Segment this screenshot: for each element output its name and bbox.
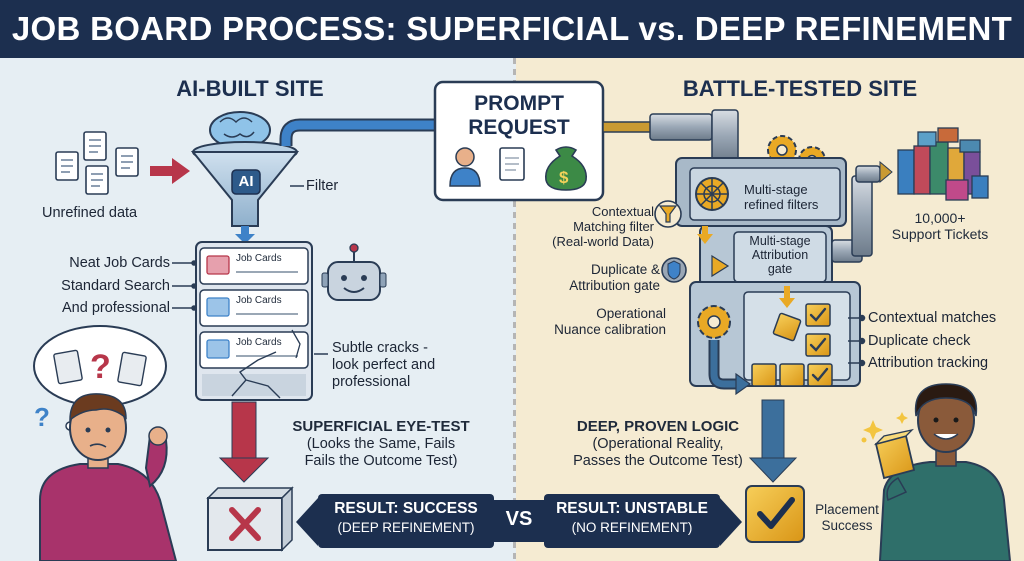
confused-person-illustration: [39, 393, 178, 561]
orange-flow-arrows: [697, 226, 795, 308]
job-card-label-3: Job Cards: [236, 337, 282, 348]
happy-person-illustration: [861, 383, 1012, 561]
cracks-label: Subtle cracks - look perfect and profess…: [332, 340, 436, 390]
result-left-subtitle: (DEEP REFINEMENT): [337, 520, 475, 535]
question-mark-icon: ?: [34, 402, 50, 432]
arrow-funnel-to-cards: [235, 226, 255, 244]
arrow-to-placement: [748, 399, 798, 483]
check-label-2: Duplicate check: [868, 333, 971, 349]
fail-box-icon: [206, 486, 294, 552]
deep-logic-title: DEEP, PROVEN LOGIC: [576, 418, 740, 435]
feature-label-3: And professional: [61, 300, 170, 316]
feature-leader-lines: [172, 260, 328, 355]
prompt-request-box: $: [433, 80, 605, 202]
checklist-icon: [751, 303, 833, 387]
placement-success-label: Placement Success: [815, 502, 879, 533]
job-card-label-2: Job Cards: [236, 295, 282, 306]
placement-check-icon: [745, 485, 805, 543]
prompt-request-title: PROMPT REQUEST: [468, 92, 570, 139]
eye-test-title: SUPERFICIAL EYE-TEST: [292, 418, 470, 435]
blue-curved-arrow: [708, 340, 752, 396]
ai-funnel-icon: [190, 141, 300, 227]
job-cards-panel: [195, 241, 313, 401]
feature-label-2: Standard Search: [61, 278, 170, 294]
panel-divider: [513, 58, 516, 561]
page-title: JOB BOARD PROCESS: SUPERFICIAL vs. DEEP …: [0, 0, 1024, 58]
check-label-3: Attribution tracking: [868, 355, 989, 371]
filter-funnel-icon: [654, 200, 682, 228]
contextual-filter-label: Contextual Matching filter (Real-world D…: [552, 204, 654, 249]
eye-test-subtitle: (Looks the Same, Fails Fails the Outcome…: [304, 436, 458, 469]
filter-label: Filter: [306, 178, 339, 194]
result-left-title: RESULT: SUCCESS: [334, 500, 478, 517]
support-tickets-books-icon: [897, 127, 989, 201]
job-card-label-1: Job Cards: [236, 253, 282, 264]
brain-icon: [209, 111, 271, 149]
shield-icon: [661, 257, 687, 283]
gold-pipe: [602, 109, 739, 163]
unrefined-documents-icon: [55, 131, 139, 195]
svg-text:?: ?: [90, 348, 111, 386]
robot-icon: [321, 243, 387, 301]
left-heading: AI-BUILT SITE: [176, 76, 324, 101]
check-label-1: Contextual matches: [868, 310, 997, 326]
gear-icon: [697, 305, 731, 339]
arrow-into-funnel: [150, 158, 190, 184]
checks-leader-lines: [848, 314, 866, 367]
arrow-to-fail-box: [218, 401, 270, 483]
feature-label-1: Neat Job Cards: [69, 255, 170, 271]
right-heading: BATTLE-TESTED SITE: [682, 76, 918, 101]
result-banner: [296, 494, 742, 548]
vs-label: VS: [505, 508, 533, 530]
stage1-label: Multi-stage refined filters: [744, 182, 819, 212]
duplicate-gate-label: Duplicate & Attribution gate: [569, 262, 660, 293]
svg-text:$: $: [559, 168, 569, 187]
result-right-title: RESULT: UNSTABLE: [556, 500, 708, 517]
support-tickets-label: 10,000+ Support Tickets: [891, 210, 989, 242]
operational-nuance-label: Operational Nuance calibration: [554, 306, 666, 337]
ai-label: AI: [238, 173, 254, 190]
blue-pipe: [279, 118, 435, 146]
steel-pipe-right: [831, 160, 893, 263]
unrefined-data-label: Unrefined data: [42, 205, 138, 221]
result-right-subtitle: (NO REFINEMENT): [571, 520, 693, 535]
stage2-label: Multi-stage Attribution gate: [749, 234, 811, 276]
deep-logic-subtitle: (Operational Reality, Passes the Outcome…: [573, 436, 743, 469]
